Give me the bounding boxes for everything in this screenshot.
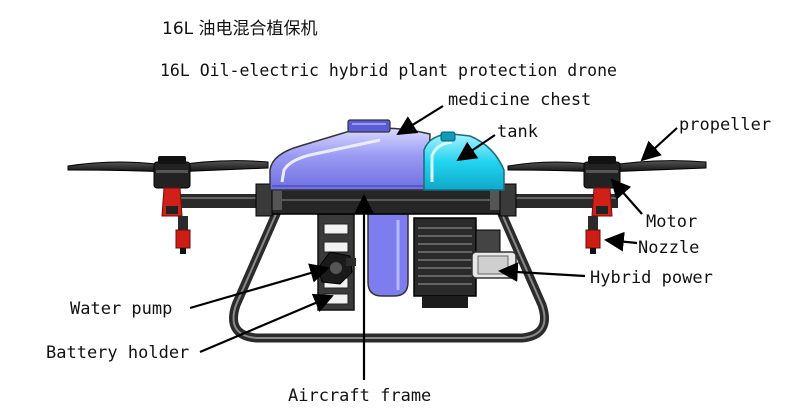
arrow-motor (610, 178, 643, 215)
label-propeller: propeller (679, 115, 772, 135)
chest-lower-tank (367, 213, 409, 297)
title-english: 16L Oil-electric hybrid plant protection… (160, 61, 617, 80)
arrow-nozzle (604, 231, 638, 252)
arrow-battery-holder (199, 293, 334, 354)
arrow-propeller (640, 127, 678, 162)
left-rotor (67, 156, 269, 254)
fuel-tank (423, 131, 505, 191)
label-aircraft-frame: Aircraft frame (288, 386, 432, 406)
label-battery-holder: Battery holder (46, 343, 190, 363)
label-nozzle: Nozzle (638, 238, 700, 258)
medicine-chest (269, 119, 431, 191)
label-hybrid-power: Hybrid power (590, 268, 713, 288)
title-chinese: 16L 油电混合植保机 (162, 19, 318, 39)
label-water-pump: Water pump (70, 299, 173, 319)
arrow-medicine-chest (396, 105, 444, 136)
label-motor: Motor (646, 212, 698, 232)
arrow-tank (456, 134, 496, 162)
label-medicine-chest: medicine chest (448, 90, 592, 110)
hybrid-power-engine (413, 217, 517, 308)
right-rotor (507, 156, 707, 254)
arrow-hybrid-power (498, 262, 586, 282)
arrow-water-pump (189, 263, 330, 310)
label-tank: tank (497, 122, 538, 142)
callout-arrows (189, 105, 678, 380)
